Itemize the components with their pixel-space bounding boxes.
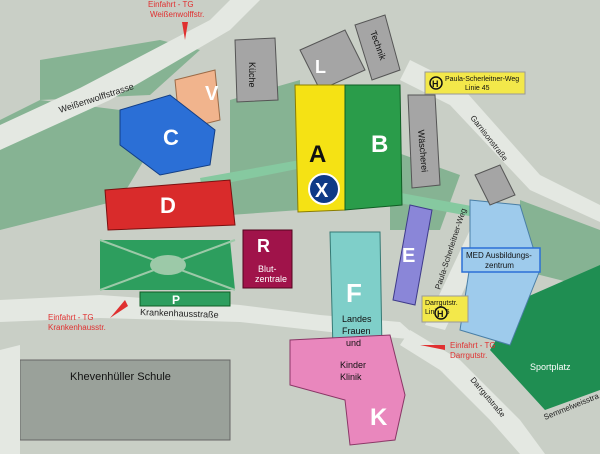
x-marker-letter: X <box>315 180 329 202</box>
bus-stop-darrgut-icon <box>434 306 448 320</box>
building-k-letter: K <box>370 404 388 431</box>
x-marker <box>308 173 340 205</box>
road-garnison <box>400 60 600 222</box>
label-waescherei: Wäscherei <box>416 129 430 172</box>
building-waescherei <box>407 94 441 189</box>
building-l <box>299 29 366 91</box>
bus-stop-darrgut-icon-letter: H <box>437 309 444 319</box>
entrance-right-line-2: Darrgutstr. <box>450 351 487 360</box>
building-technik <box>354 14 401 81</box>
building-d-letter: D <box>160 193 176 218</box>
label-kinder-1: Kinder <box>340 360 366 370</box>
building-c-letter: C <box>163 125 179 150</box>
street-krankenhaus: Krankenhausstraße <box>140 307 219 320</box>
entrance-right-line-1: Einfahrt - TG <box>450 341 496 350</box>
building-l-letter: L <box>315 57 326 77</box>
entrance-right-arrow-icon <box>420 345 445 350</box>
entrance-left-line-2: Krankenhausstr. <box>48 323 106 332</box>
building-kueche <box>234 37 279 103</box>
building-med-tower <box>474 164 516 206</box>
lawn-center <box>230 80 300 215</box>
building-a-letter: A <box>309 141 326 168</box>
bus-stop-paula-line-2: Linie 45 <box>465 85 490 92</box>
bus-stop-paula-icon-letter: H <box>432 79 439 89</box>
label-landes-2: Frauen <box>342 326 371 336</box>
road-weissenwolff <box>0 0 260 150</box>
building-c <box>119 94 216 176</box>
building-v-letter: V <box>205 83 219 105</box>
med-label-box <box>461 247 541 273</box>
bus-stop-paula-line-1: Paula-Scherleitner-Weg <box>445 76 519 83</box>
label-sportplatz: Sportplatz <box>530 362 571 372</box>
label-landes-1: Landes <box>342 314 372 324</box>
label-kueche: Küche <box>247 62 257 88</box>
road-darrgut <box>400 330 545 454</box>
label-blutzentrale-2: zentrale <box>255 274 287 284</box>
building-b <box>344 84 403 211</box>
entrance-left-line-1: Einfahrt - TG <box>48 313 94 322</box>
building-f-letter: F <box>346 278 362 308</box>
building-p-letter: P <box>172 293 180 307</box>
label-med-1: MED Ausbildungs- <box>466 251 532 260</box>
park-fountain <box>150 255 186 275</box>
building-b-letter: B <box>371 131 388 158</box>
label-med-2: zentrum <box>485 261 514 270</box>
entrance-top-line-1: Einfahrt - TG <box>148 0 194 9</box>
building-p <box>139 291 231 307</box>
building-e <box>392 204 433 306</box>
building-e-letter: E <box>402 245 415 267</box>
entrance-top-line-2: Weißenwolffstr. <box>150 10 204 19</box>
building-k <box>289 334 406 446</box>
entrance-top-arrow-icon <box>182 22 188 40</box>
building-r <box>242 229 293 289</box>
bus-stop-darrgut-line-1: Darrgutstr. <box>425 300 458 307</box>
road-krankenhaus <box>0 295 420 340</box>
label-blutzentrale-1: Blut- <box>258 264 277 274</box>
road-west-stub <box>0 345 20 454</box>
entrance-left-arrow-icon <box>110 300 128 318</box>
label-landes-3: und <box>346 338 361 348</box>
label-kinder-2: Klinik <box>340 372 362 382</box>
bus-stop-paula-icon <box>429 76 443 90</box>
building-r-letter: R <box>257 236 270 256</box>
sportplatz-field <box>490 265 600 410</box>
building-d <box>104 179 236 231</box>
bus-stop-paula <box>424 71 526 95</box>
label-khevenhueller: Khevenhüller Schule <box>70 371 171 383</box>
